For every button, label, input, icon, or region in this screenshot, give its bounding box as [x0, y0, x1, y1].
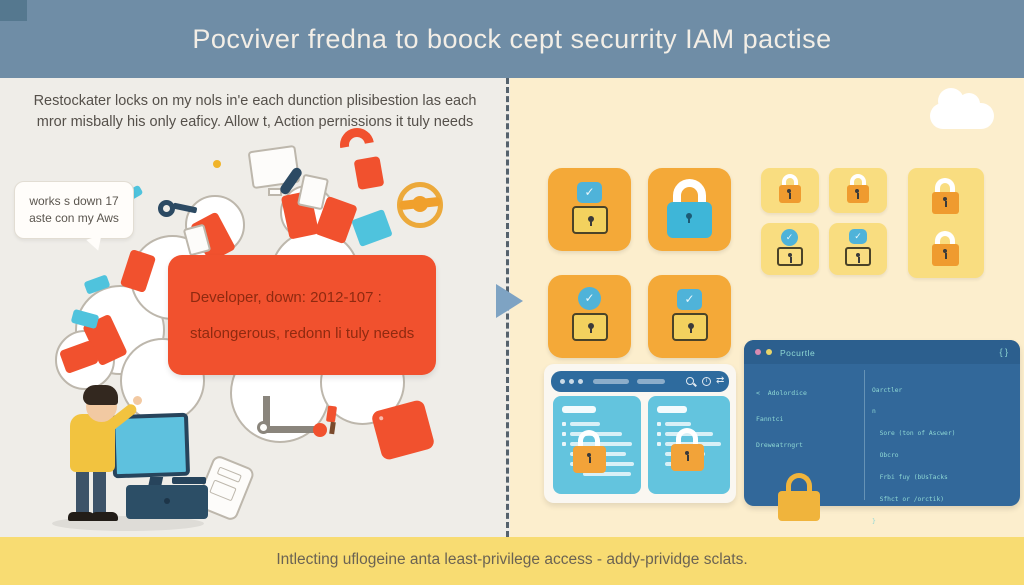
code-editor-content: Oarctler n Sore (ton of Ascwer) Obcro Fr…: [872, 386, 982, 585]
window-dot: [569, 379, 574, 384]
lock-tile-small: ✓: [761, 223, 819, 275]
alert-line-2: stalongerous, redonn li tuly needs: [190, 325, 415, 342]
lock-tile-tall: [908, 168, 984, 278]
key-icon: [158, 200, 175, 217]
person-hair: [83, 385, 118, 405]
browser-window-card: i ⇄: [544, 364, 736, 503]
browser-toolbar: i ⇄: [551, 371, 729, 392]
editor-divider: [864, 370, 865, 500]
outline-lock-icon: [777, 247, 803, 266]
subtitle-line-2: mror misbally his only eaficy. Allow t, …: [36, 114, 474, 130]
person-leg: [76, 468, 89, 518]
computer-base-unit: [126, 485, 208, 519]
connector-joint: [257, 421, 270, 434]
person-shoe: [68, 512, 95, 521]
lock-tile-small: [761, 168, 819, 213]
check-badge-icon: ✓: [677, 289, 702, 310]
menu-pill: [637, 379, 665, 384]
policy-panel: [553, 396, 641, 494]
check-badge-icon: ✓: [578, 287, 601, 310]
connector-line: [263, 426, 317, 433]
person-leg: [93, 468, 106, 518]
check-badge-icon: ✓: [849, 229, 867, 244]
lock-tile-verified: ✓: [548, 275, 631, 358]
code-editor-title: Pocurtle: [780, 348, 816, 358]
speech-bubble: works s down 17 aste con my Aws: [14, 181, 134, 239]
alert-box: Developer, down: 2012-107 : stalongerous…: [168, 255, 436, 375]
check-badge-icon: ✓: [577, 182, 602, 203]
swap-arrows-icon: ⇄: [716, 375, 725, 386]
lock-tile-blue: [648, 168, 731, 251]
lock-tile-small: [829, 168, 887, 213]
subtitle: Restockater locks on my nols in'e each d…: [20, 91, 490, 133]
arrow-right-icon: [496, 284, 523, 318]
orange-lock-icon: [847, 185, 869, 203]
connector-line: [263, 396, 270, 432]
page-title: Pocviver fredna to boock cept securrity …: [192, 24, 832, 54]
blue-lock-icon: [667, 202, 712, 238]
header-corner-accent: [0, 0, 27, 21]
policy-panel: [648, 396, 730, 494]
orange-lock-icon: [932, 244, 959, 266]
window-dot-yellow: [766, 349, 772, 355]
menu-pill: [593, 379, 629, 384]
orange-lock-icon: [779, 185, 801, 203]
monitor-shelf: [172, 477, 206, 484]
yellow-dot: [213, 160, 221, 168]
orange-lock-icon: [671, 444, 704, 471]
connector-end-dot: [313, 423, 327, 437]
subtitle-line-1: Restockater locks on my nols in'e each d…: [33, 93, 477, 109]
lock-shackle: [673, 179, 706, 207]
alert-line-1: Developer, down: 2012-107 :: [190, 289, 382, 306]
info-circle-icon: i: [702, 377, 711, 386]
outline-lock-icon: [845, 247, 871, 266]
yellow-lock-icon: [572, 206, 608, 234]
orange-lock-icon: [932, 192, 959, 214]
sidebar-lock: [756, 467, 860, 521]
window-dot: [560, 379, 565, 384]
speech-bubble-line-1: works s down 17: [29, 194, 119, 208]
braces-icon: { }: [999, 347, 1008, 357]
footer-text: Intlecting uflogeine anta least-privileg…: [276, 551, 748, 568]
yellow-lock-icon: [672, 313, 708, 341]
yellow-lock-icon: [572, 313, 608, 341]
header-bar: Pocviver fredna to boock cept securrity …: [0, 0, 1024, 78]
code-editor-window: Pocurtle { } < Adolordice Fanntci Drewea…: [744, 340, 1020, 585]
check-badge-icon: ✓: [781, 229, 798, 246]
window-dot: [578, 379, 583, 384]
code-editor-titlebar: Pocurtle { }: [744, 340, 1020, 364]
lock-tile-verified: ✓: [648, 275, 731, 358]
search-icon: [686, 377, 694, 385]
cloud-icon: [930, 88, 994, 129]
person-hand: [133, 396, 142, 405]
lock-tile-verified: ✓: [548, 168, 631, 251]
person-shoe: [91, 512, 118, 521]
window-dot-pink: [755, 349, 761, 355]
steering-wheel-icon: [397, 182, 443, 228]
orange-lock-icon: [778, 490, 820, 521]
code-editor-sidebar: < Adolordice Fanntci Dreweatrngrt * Ores…: [756, 372, 860, 572]
orange-lock-icon: [573, 446, 606, 473]
speech-bubble-line-2: aste con my Aws: [29, 211, 119, 225]
footer-bar: Intlecting uflogeine anta least-privileg…: [0, 537, 1024, 585]
lock-tile-small: ✓: [829, 223, 887, 275]
